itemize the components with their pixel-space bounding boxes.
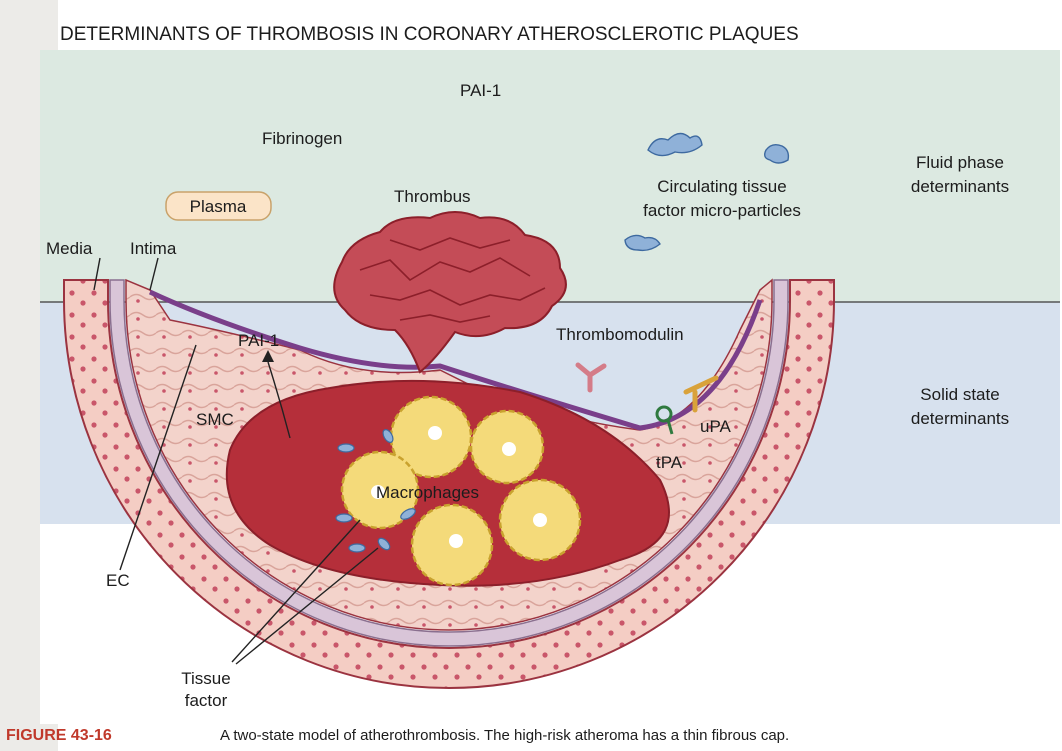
- upa-label: uPA: [700, 417, 732, 436]
- tissue-factor-label-line2: factor: [185, 691, 228, 710]
- thrombomodulin-label: Thrombomodulin: [556, 325, 684, 344]
- plasma-label: Plasma: [190, 197, 247, 216]
- tissue-factor-label-line1: Tissue: [181, 669, 230, 688]
- smc-label: SMC: [196, 410, 234, 429]
- media-label: Media: [46, 239, 93, 258]
- solid-state-label-line2: determinants: [911, 409, 1009, 428]
- tpa-label: tPA: [656, 453, 683, 472]
- intima-label: Intima: [130, 239, 177, 258]
- fluid-phase-label-line2: determinants: [911, 177, 1009, 196]
- solid-state-label-line1: Solid state: [920, 385, 999, 404]
- fluid-phase-label-line1: Fluid phase: [916, 153, 1004, 172]
- figure-number: FIGURE 43-16: [6, 727, 112, 744]
- figure-caption: A two-state model of atherothrombosis. T…: [220, 727, 789, 744]
- circulating-label-line2: factor micro-particles: [643, 201, 801, 220]
- pai1-top-label: PAI-1: [460, 81, 501, 100]
- macrophages-label: Macrophages: [376, 483, 479, 502]
- diagram-title: DETERMINANTS OF THROMBOSIS IN CORONARY A…: [60, 24, 799, 45]
- pai1-inner-label: PAI-1: [238, 331, 279, 350]
- plasma-badge: Plasma: [166, 192, 271, 220]
- fibrinogen-label: Fibrinogen: [262, 129, 342, 148]
- ec-label: EC: [106, 571, 130, 590]
- circulating-label-line1: Circulating tissue: [657, 177, 786, 196]
- thrombus-label: Thrombus: [394, 187, 471, 206]
